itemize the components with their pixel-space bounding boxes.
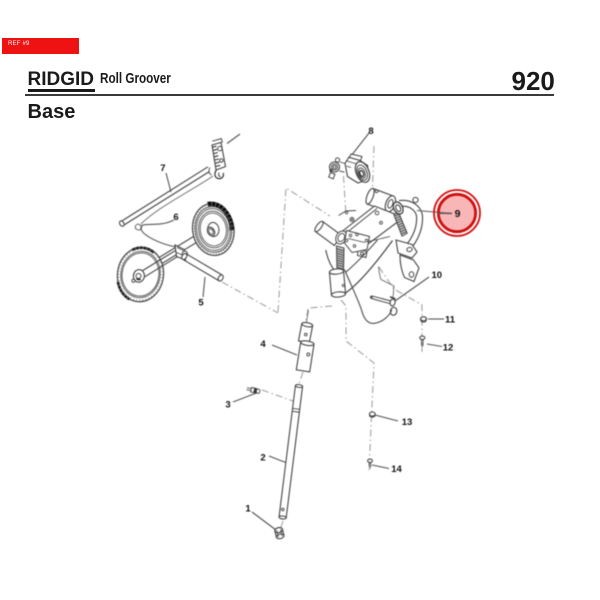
svg-text:8: 8 — [368, 126, 373, 137]
svg-text:3: 3 — [225, 399, 230, 410]
svg-text:10: 10 — [432, 270, 443, 281]
svg-text:5: 5 — [198, 297, 204, 308]
svg-text:6: 6 — [173, 212, 178, 223]
svg-text:4: 4 — [260, 339, 266, 350]
svg-text:14: 14 — [391, 464, 402, 475]
svg-text:12: 12 — [443, 342, 454, 353]
svg-text:11: 11 — [445, 314, 456, 325]
svg-text:9: 9 — [455, 208, 461, 220]
svg-text:13: 13 — [402, 417, 413, 428]
svg-text:7: 7 — [160, 163, 165, 174]
svg-text:1: 1 — [245, 503, 251, 514]
svg-text:2: 2 — [260, 452, 265, 463]
